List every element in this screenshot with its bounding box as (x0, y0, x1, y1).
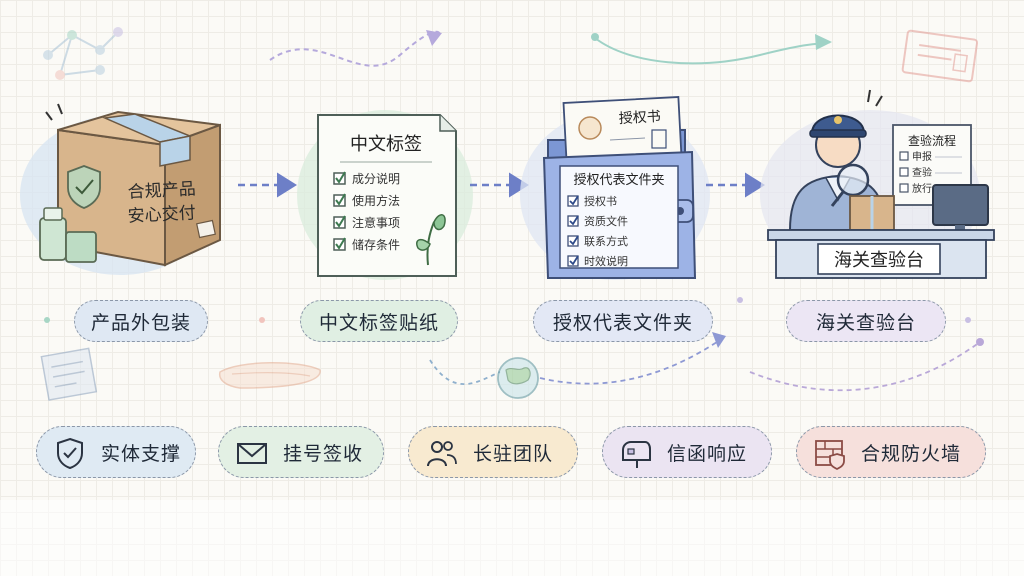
feature-pill-5: 合规防火墙 (796, 426, 986, 478)
folder-item-3: 联系方式 (584, 234, 628, 248)
swoosh-arrow-left (269, 30, 441, 67)
stage-2-illustration (297, 110, 473, 280)
board-item-1: 申报 (912, 150, 932, 163)
stage-4-title: 海关查验台 (815, 311, 916, 334)
feature-label-2: 挂号签收 (283, 442, 364, 465)
box-text-line1: 合规产品 (127, 179, 196, 203)
dashed-arrow-right (749, 341, 981, 392)
feature-label-5: 合规防火墙 (861, 442, 962, 465)
stage-3-illustration (520, 96, 710, 280)
feature-pill-2: 挂号签收 (218, 426, 384, 478)
stage-1-illustration (20, 103, 221, 275)
shield-check-icon (57, 437, 83, 470)
folder-item-2: 资质文件 (584, 214, 628, 228)
board-heading: 查验流程 (908, 133, 956, 148)
label-item-2: 使用方法 (352, 193, 400, 208)
board-item-3: 放行 (912, 182, 932, 195)
stage-1-title: 产品外包装 (90, 311, 191, 334)
brush-doodle (218, 361, 321, 389)
stage-2-title: 中文标签贴纸 (318, 311, 439, 334)
paper-heading: 授权书 (618, 109, 661, 127)
envelope-icon (237, 443, 267, 464)
feature-label-1: 实体支撑 (101, 442, 182, 465)
stage-3-title: 授权代表文件夹 (552, 311, 693, 334)
feature-pill-4: 信函响应 (602, 426, 772, 478)
firewall-icon (815, 440, 845, 470)
folder-heading: 授权代表文件夹 (573, 172, 664, 188)
label-heading: 中文标签 (350, 134, 422, 155)
stage-1-pill: 产品外包装 (74, 300, 208, 342)
feature-pill-1: 实体支撑 (36, 426, 196, 478)
label-item-4: 储存条件 (352, 237, 400, 252)
stage-2-pill: 中文标签贴纸 (300, 300, 458, 342)
folder-item-4: 时效说明 (584, 254, 628, 268)
bottom-strip (0, 500, 1024, 576)
stamp-icon (901, 29, 979, 83)
mailbox-icon (622, 441, 651, 468)
desk-sign: 海关查验台 (834, 250, 924, 271)
stage-3-pill: 授权代表文件夹 (533, 300, 713, 342)
team-icon (427, 441, 457, 467)
stage-4-illustration (760, 89, 995, 280)
globe-icon (497, 357, 539, 399)
folder-item-1: 授权书 (584, 194, 617, 208)
feature-pill-3: 长驻团队 (408, 426, 578, 478)
dashed-arrow-mid (539, 339, 721, 385)
label-item-3: 注意事项 (352, 215, 400, 230)
dashed-wave (429, 359, 501, 386)
swoosh-arrow-right (594, 37, 831, 65)
feature-label-3: 长驻团队 (473, 442, 554, 465)
board-item-2: 查验 (912, 166, 932, 179)
stage-4-pill: 海关查验台 (786, 300, 946, 342)
network-doodle (43, 27, 123, 80)
box-text-line2: 安心交付 (127, 203, 196, 227)
label-item-1: 成分说明 (352, 171, 400, 186)
feature-label-4: 信函响应 (667, 442, 748, 465)
document-doodle (40, 347, 98, 401)
